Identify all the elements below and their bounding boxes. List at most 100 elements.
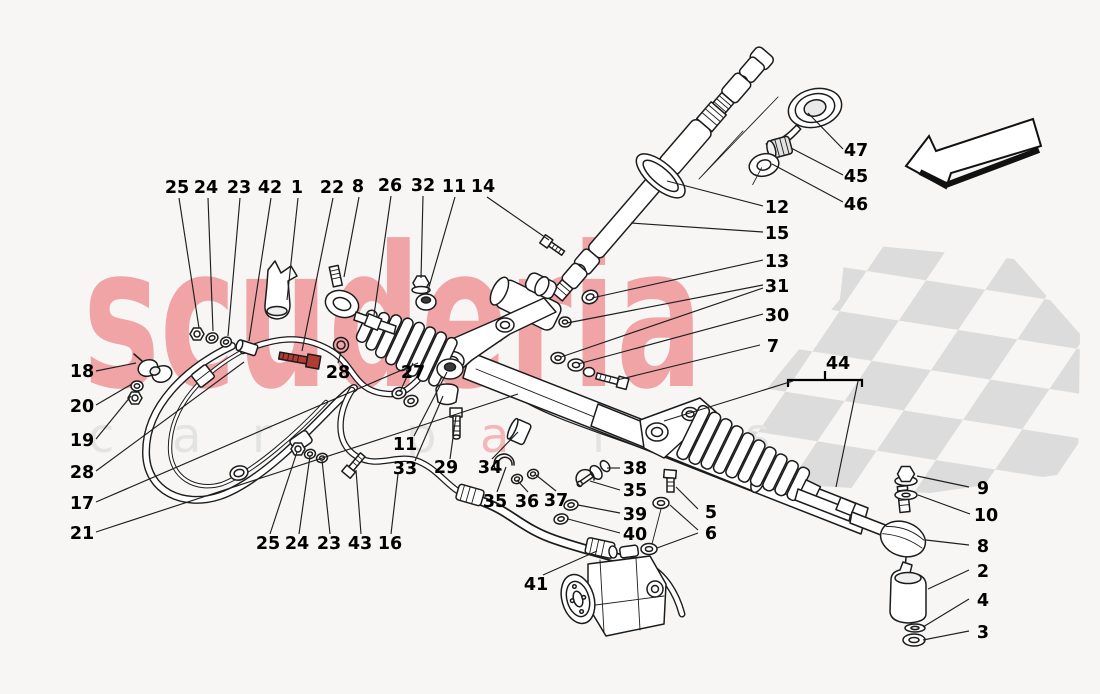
steering-column: [550, 46, 774, 302]
callout-label-29: 29: [434, 458, 458, 478]
callout-leader-15: [630, 222, 764, 233]
callout-leader-40: [567, 518, 621, 534]
grommet-46: [748, 152, 780, 186]
callout-label-40: 40: [623, 525, 647, 545]
callout-leader-42: [248, 197, 272, 342]
callout-leader-30: [577, 313, 764, 365]
callout-leader-43: [355, 469, 362, 535]
callout-label-47: 47: [844, 141, 868, 161]
callout-label-42: 42: [258, 178, 282, 198]
callout-label-30: 30: [765, 306, 789, 326]
callout-leader-23: [321, 459, 331, 535]
callout-label-37: 37: [544, 491, 568, 511]
callout-leader-6: [669, 504, 699, 531]
bracket-part-1: [264, 260, 298, 320]
callout-label-1: 1: [291, 178, 303, 198]
callout-leader-13: [591, 259, 764, 299]
callout-leader-21: [95, 393, 519, 533]
right-bellows: [676, 404, 822, 502]
callout-label-10: 10: [974, 506, 998, 526]
pinion-bolt: [539, 233, 566, 256]
callout-label-6: 6: [705, 524, 717, 544]
callout-label-31: 31: [765, 277, 789, 297]
callout-leader-24: [207, 197, 214, 332]
callout-label-5: 5: [705, 503, 717, 523]
callout-leader-41: [542, 550, 598, 576]
return-pipe: [337, 386, 686, 618]
callout-leader-46: [771, 163, 844, 203]
callout-leader-29: [449, 415, 457, 460]
callout-leader-19: [95, 395, 132, 440]
callout-leader-5: [675, 486, 699, 510]
callout-label-11: 11: [393, 435, 417, 455]
callout-label-35: 35: [623, 481, 647, 501]
watermark-letter: p: [406, 408, 436, 464]
bushing-45: [766, 135, 794, 160]
hose-loop: [142, 342, 358, 504]
callout-label-19: 19: [70, 431, 94, 451]
callout-label-43: 43: [348, 534, 372, 554]
callout-label-8: 8: [977, 537, 989, 557]
highlighted-bolt: [277, 351, 322, 370]
callout-leader-9: [916, 475, 970, 488]
callout-leader-18: [95, 362, 137, 372]
callout-leader-6: [656, 532, 699, 549]
clamp-18-group: [127, 353, 173, 405]
callout-label-3: 3: [977, 623, 989, 643]
fastener-row-top: [189, 327, 259, 357]
callout-leader-35: [496, 466, 507, 493]
callout-label-33: 33: [393, 459, 417, 479]
callout-label-28: 28: [326, 363, 350, 383]
callout-label-7: 7: [767, 337, 779, 357]
nut-and-grommet-upper: [411, 275, 437, 311]
callout-label-35: 35: [483, 492, 507, 512]
grommet-cup-bolt: [435, 358, 464, 440]
callout-leader-44: [835, 380, 859, 488]
left-tie-rod: [324, 264, 397, 335]
watermark-letter: r: [252, 408, 272, 464]
callout-label-25: 25: [165, 178, 189, 198]
callout-leader-17: [95, 362, 419, 503]
callout-leader-39: [577, 504, 621, 514]
callout-label-20: 20: [70, 397, 94, 417]
tape-pointer-lines: [698, 96, 779, 180]
callout-leader-26: [373, 195, 392, 316]
callout-leader-27: [399, 362, 414, 393]
callout-label-45: 45: [844, 167, 868, 187]
callout-label-4: 4: [977, 591, 989, 611]
callout-leader-2: [927, 569, 970, 590]
direction-arrow-icon: [904, 117, 1043, 190]
callout-leader-11: [413, 371, 448, 437]
callout-leader-25: [178, 197, 200, 329]
callout-label-16: 16: [378, 534, 402, 554]
callout-label-38: 38: [623, 459, 647, 479]
callout-label-23: 23: [317, 534, 341, 554]
callout-leader-16: [390, 473, 399, 535]
left-bellows: [355, 309, 458, 387]
callout-label-8: 8: [352, 177, 364, 197]
checkered-flag: [742, 243, 1080, 493]
callout-label-13: 13: [765, 252, 789, 272]
callout-leader-22: [301, 197, 334, 352]
callout-label-22: 22: [320, 178, 344, 198]
callout-leader-28: [95, 361, 245, 472]
callout-label-34: 34: [478, 458, 502, 478]
callout-leader-34: [491, 431, 519, 460]
callout-label-27: 27: [401, 363, 425, 383]
callout-label-44: 44: [826, 354, 850, 374]
right-tie-rod: [794, 465, 927, 558]
callout-leader-28: [337, 351, 342, 364]
callout-label-46: 46: [844, 195, 868, 215]
callout-leader-45: [790, 147, 844, 176]
rack-bushing: [506, 417, 532, 446]
callout-leader-24: [298, 455, 311, 535]
callout-leader-lines: [95, 112, 971, 641]
callout-leader-7: [616, 344, 761, 381]
callout-label-39: 39: [623, 505, 647, 525]
callout-leader-25: [269, 451, 298, 535]
callout-label-2: 2: [977, 562, 989, 582]
callout-label-32: 32: [411, 176, 435, 196]
callout-leader-12: [666, 180, 764, 207]
callout-label-21: 21: [70, 524, 94, 544]
callout-leader-31: [566, 284, 764, 324]
